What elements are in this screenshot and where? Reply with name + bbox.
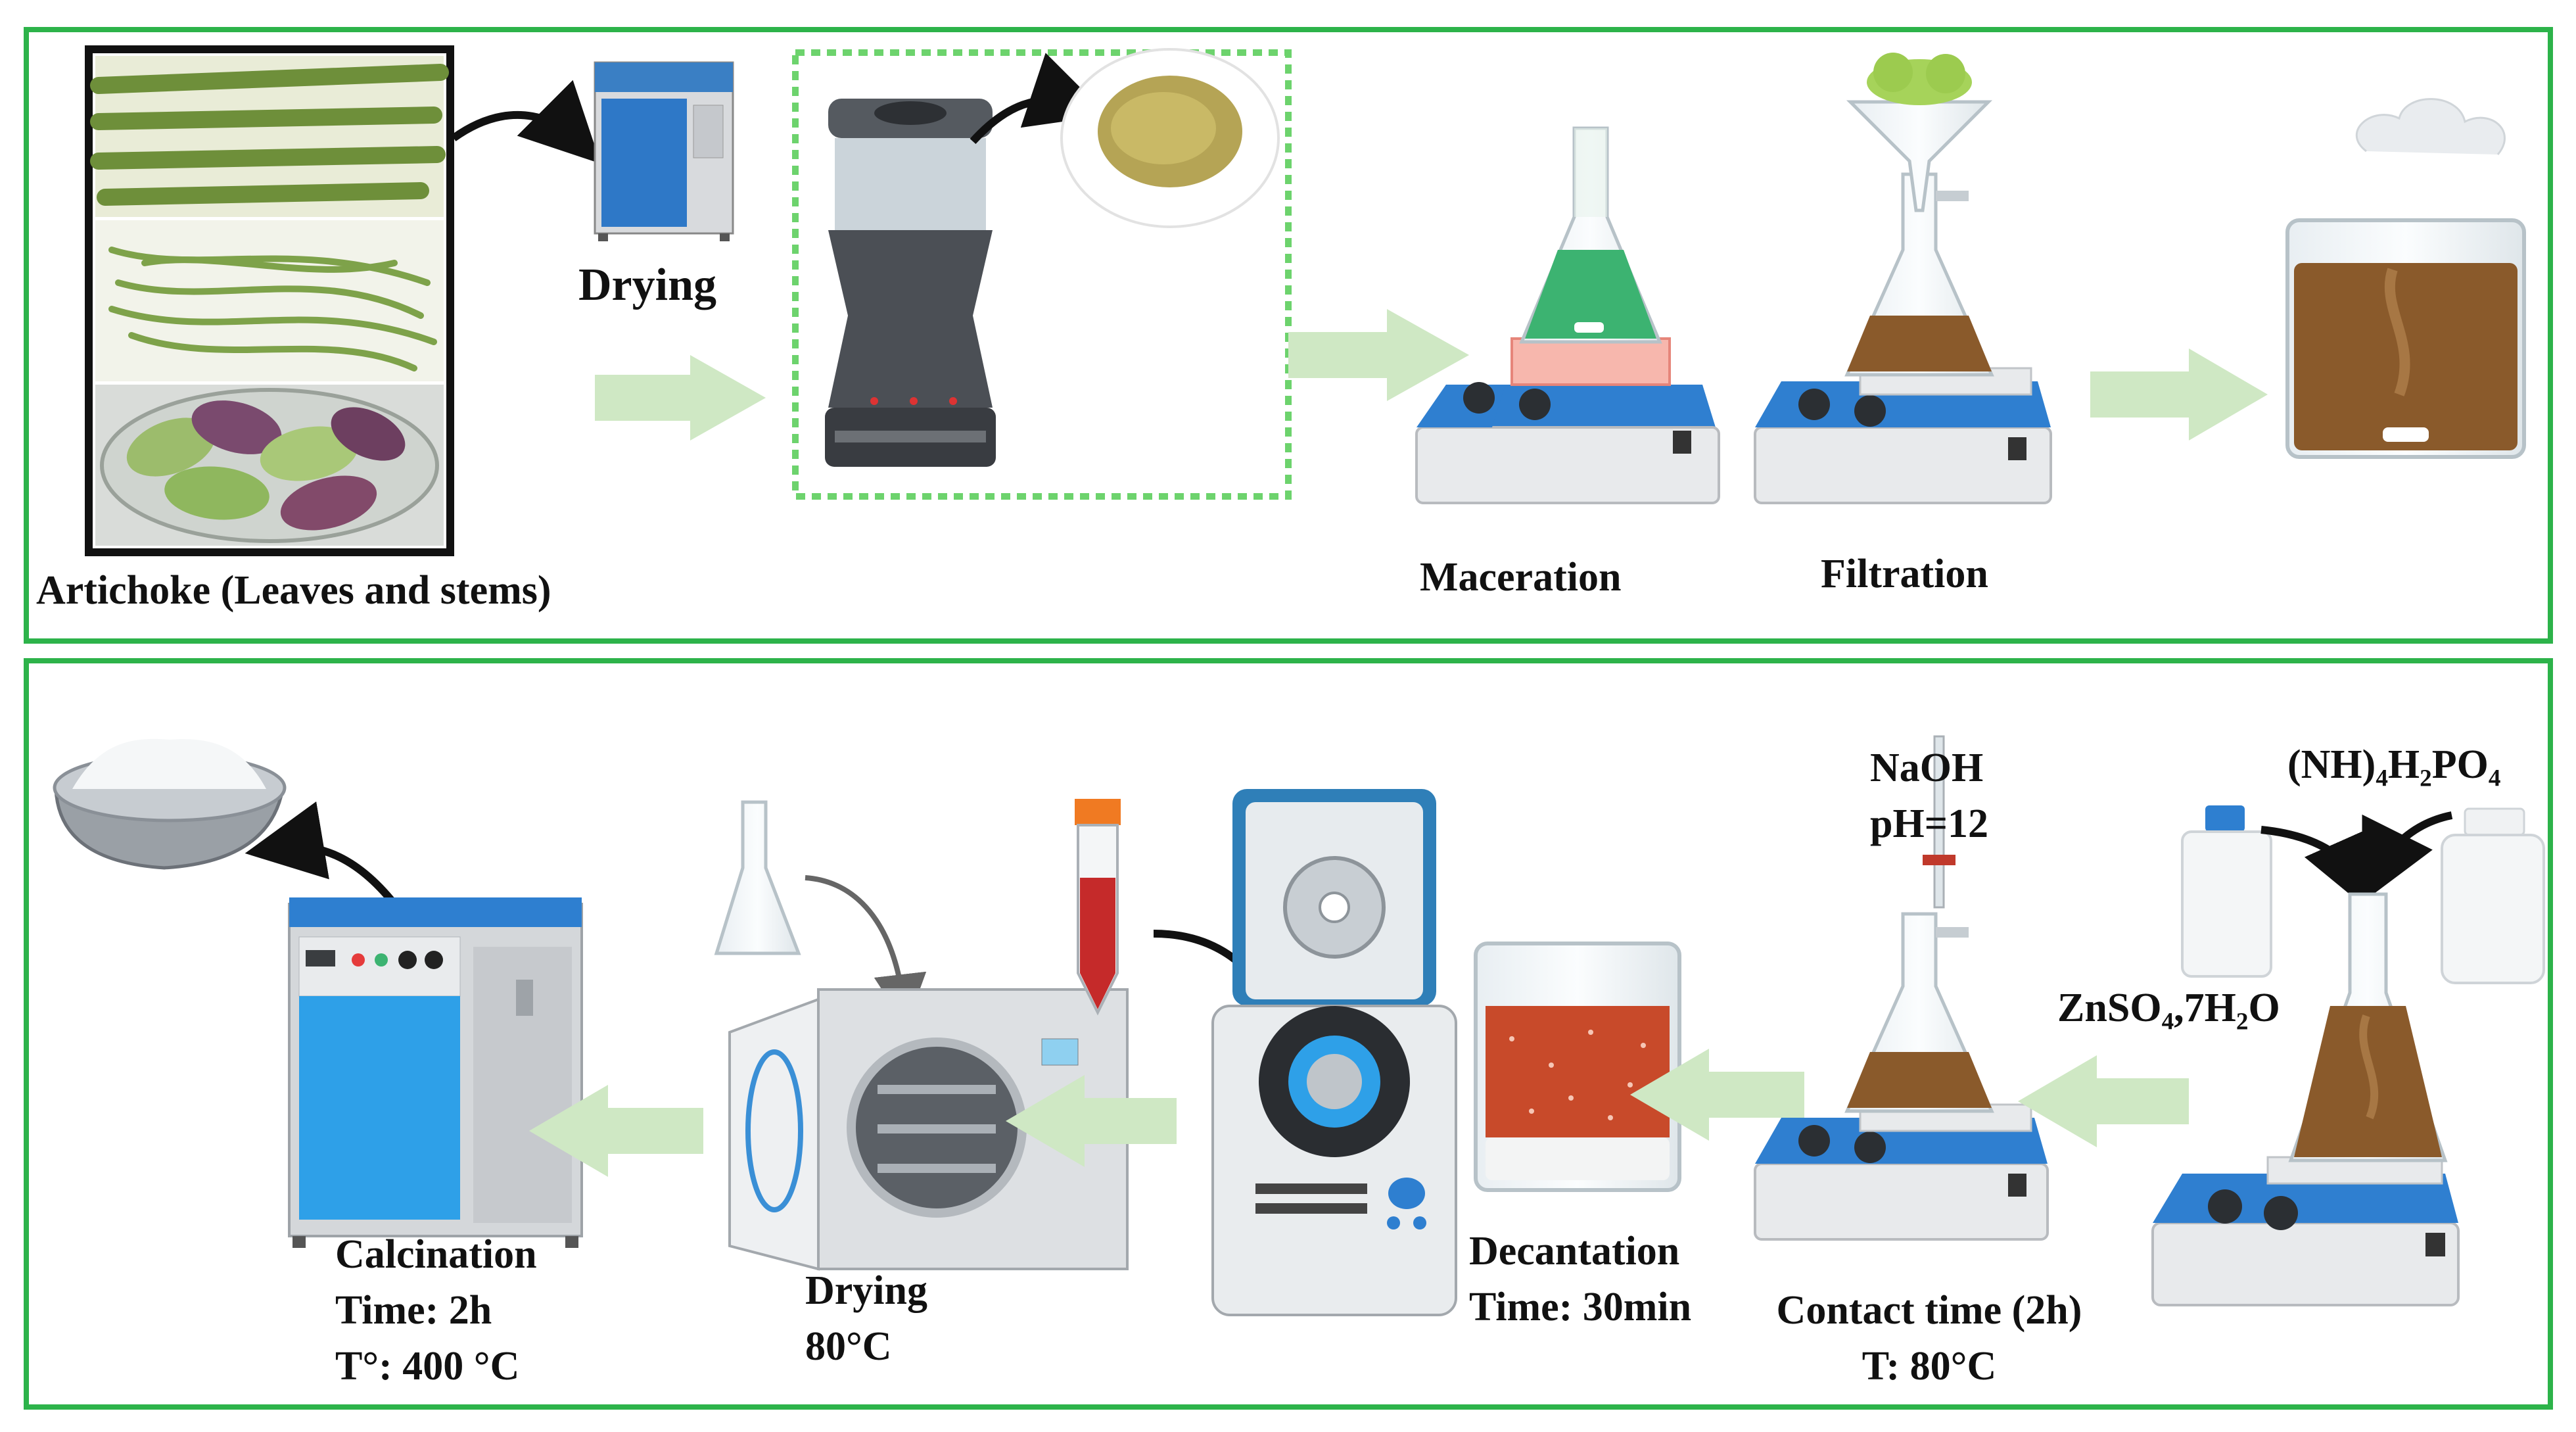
maceration-stirrer [1415, 337, 1720, 504]
bottle-left-arrow [2260, 824, 2377, 913]
drying-temp-label: 80°C [805, 1324, 892, 1369]
calcination-label: Calcination [335, 1232, 537, 1277]
artichoke-label: Artichoke (Leaves and stems) [36, 568, 551, 613]
ammonium-phosphate-label: (NH)₄H₂PO₄ [2287, 742, 2501, 787]
reaction-flask [2288, 892, 2448, 1162]
calcination-temp-label: T°: 400 °C [335, 1344, 520, 1389]
flow-arrow-b3 [1630, 1049, 1804, 1141]
contact-temp-label: T: 80°C [1862, 1344, 1997, 1389]
drying-label-top: Drying [578, 260, 716, 310]
calcination-time-label: Time: 2h [335, 1288, 492, 1333]
filtration-label: Filtration [1821, 552, 1988, 596]
maceration-label: Maceration [1420, 555, 1622, 600]
ph-label: pH=12 [1870, 801, 1989, 846]
centrifuge-tube [1075, 799, 1121, 1016]
flask-to-oven-arrow [805, 875, 927, 1027]
contact-stirrer [1754, 1103, 2049, 1241]
decantation-time-label: Time: 30min [1469, 1285, 1692, 1329]
reagent-bottle-right [2441, 807, 2545, 984]
artichoke-photo [85, 45, 454, 556]
to-oven-arrow [451, 80, 601, 164]
top-panel [24, 27, 2553, 644]
extract-beaker [2285, 98, 2526, 459]
grinder [825, 99, 996, 467]
oven-to-bowl-arrow [245, 801, 398, 907]
decantation-beaker [1474, 942, 1681, 1192]
zinc-sulfate-label: ZnSO₄,7H₂O [2057, 986, 2280, 1030]
decantation-label: Decantation [1469, 1229, 1680, 1274]
contact-time-label: Contact time (2h) [1776, 1288, 2082, 1333]
reaction-stirrer [2151, 1156, 2460, 1306]
filtration-stirrer [1754, 367, 2052, 504]
drying-flask [714, 800, 801, 955]
flow-arrow-b1 [529, 1085, 703, 1177]
flow-arrow-b2 [1006, 1075, 1177, 1167]
flow-arrow-2 [1288, 309, 1469, 401]
flow-arrow-1 [595, 355, 766, 441]
centrifuge [1211, 789, 1457, 1316]
contact-flask [1844, 912, 1994, 1113]
bottom-panel [24, 658, 2553, 1410]
reagent-bottle-left [2181, 805, 2272, 978]
naoh-label: NaOH [1870, 746, 1984, 790]
burette [1923, 735, 1955, 909]
bottle-right-arrow [2362, 811, 2453, 903]
drying-label-bottom: Drying [805, 1268, 927, 1313]
product-bowl [53, 738, 287, 870]
filtration-flask [1844, 53, 1994, 377]
flow-arrow-b4 [2018, 1055, 2189, 1147]
grinder-to-powder-arrow [970, 53, 1108, 145]
drying-oven-small [594, 61, 734, 241]
grinder-selection-box [792, 49, 1292, 500]
maceration-flask [1519, 126, 1662, 344]
flow-arrow-3 [2090, 348, 2268, 441]
calcination-oven [288, 897, 583, 1248]
powder-plate [1060, 48, 1280, 228]
